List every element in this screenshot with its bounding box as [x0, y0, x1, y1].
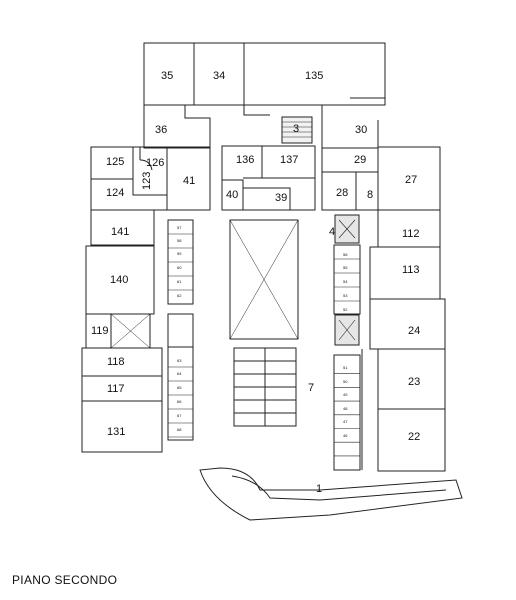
- stall-63: 63: [177, 358, 182, 363]
- room-1: 1: [316, 483, 322, 495]
- room-36: 36: [155, 124, 167, 136]
- room-41: 41: [183, 175, 195, 187]
- stall-46: 46: [343, 433, 348, 438]
- stall-50: 50: [343, 379, 348, 384]
- room-124: 124: [106, 187, 124, 199]
- room-39: 39: [275, 192, 287, 204]
- room-8: 8: [367, 189, 373, 201]
- room-119: 119: [91, 325, 109, 337]
- stall-53: 53: [343, 293, 348, 298]
- room-125: 125: [106, 156, 124, 168]
- room-3: 3: [293, 123, 299, 135]
- room-27: 27: [405, 174, 417, 186]
- plan-title: PIANO SECONDO: [12, 573, 118, 587]
- stall-60: 60: [177, 265, 182, 270]
- stall-51: 51: [343, 365, 348, 370]
- stall-56: 56: [343, 252, 348, 257]
- stall-54: 54: [343, 279, 348, 284]
- stall-68: 68: [177, 427, 182, 432]
- stall-61: 61: [177, 279, 182, 284]
- room-137: 137: [280, 154, 298, 166]
- room-24: 24: [408, 325, 420, 337]
- room-131: 131: [107, 426, 125, 438]
- stall-47: 47: [343, 419, 348, 424]
- room-22: 22: [408, 431, 420, 443]
- room-117: 117: [107, 383, 125, 395]
- stall-55: 55: [343, 265, 348, 270]
- room-23: 23: [408, 376, 420, 388]
- room-4: 4: [329, 226, 335, 238]
- stall-59: 59: [177, 251, 182, 256]
- room-40: 40: [226, 189, 238, 201]
- stall-65: 65: [177, 385, 182, 390]
- stall-52: 52: [343, 307, 348, 312]
- room-113: 113: [402, 264, 420, 276]
- stall-57: 57: [177, 225, 182, 230]
- room-112: 112: [402, 228, 420, 240]
- room-123: 123: [141, 172, 153, 190]
- stall-64: 64: [177, 371, 182, 376]
- room-141: 141: [111, 226, 129, 238]
- room-30: 30: [355, 124, 367, 136]
- room-28: 28: [336, 187, 348, 199]
- room-35: 35: [161, 70, 173, 82]
- stall-48: 48: [343, 406, 348, 411]
- room-140: 140: [110, 274, 128, 286]
- room-118: 118: [107, 356, 125, 368]
- stall-67: 67: [177, 413, 182, 418]
- stall-66: 66: [177, 399, 182, 404]
- stall-49: 49: [343, 392, 348, 397]
- room-34: 34: [213, 70, 225, 82]
- room-136: 136: [236, 154, 254, 166]
- room-126: 126: [146, 157, 164, 169]
- room-135: 135: [305, 70, 323, 82]
- stall-58: 58: [177, 238, 182, 243]
- room-7: 7: [308, 382, 314, 394]
- stall-62: 62: [177, 293, 182, 298]
- room-29: 29: [354, 154, 366, 166]
